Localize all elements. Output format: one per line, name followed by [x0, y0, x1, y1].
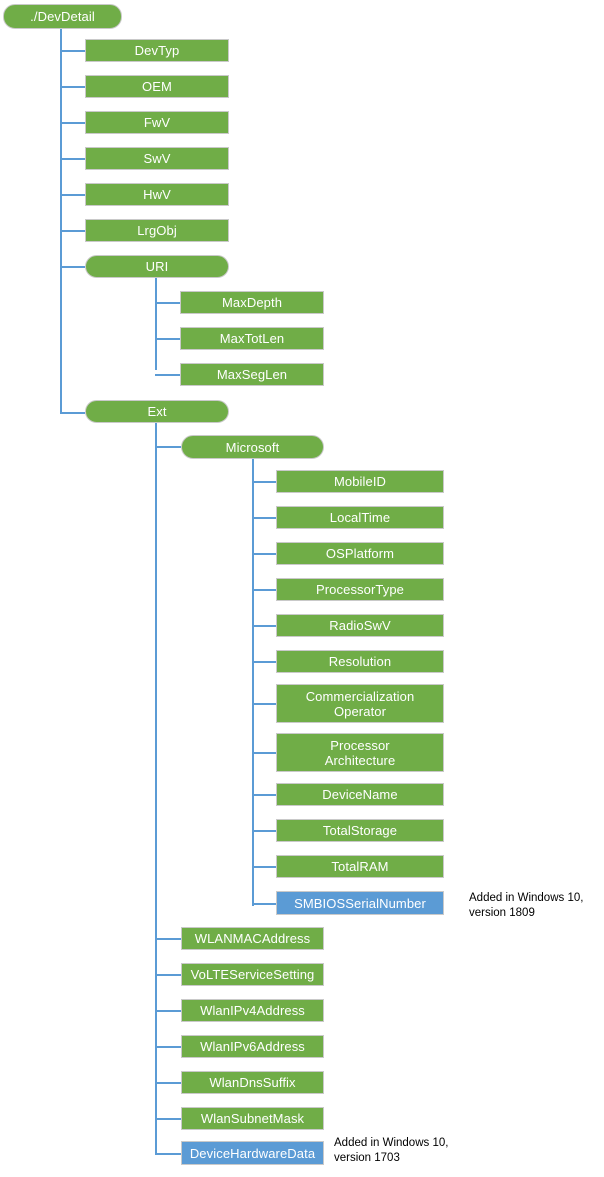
node-resolution[interactable]: Resolution — [276, 650, 444, 673]
connector-stub-voltaservicesetting — [155, 974, 181, 976]
node-uri[interactable]: URI — [85, 255, 229, 278]
connector-stub-fwv — [60, 122, 85, 124]
connector-stub-smbiosserialnumber — [252, 903, 276, 905]
connector-stub-uri — [60, 266, 85, 268]
node-swv[interactable]: SwV — [85, 147, 229, 170]
node-processortype[interactable]: ProcessorType — [276, 578, 444, 601]
node-devtyp[interactable]: DevTyp — [85, 39, 229, 62]
connector-stub-maxdepth — [155, 302, 180, 304]
connector-stub-hwv — [60, 194, 85, 196]
connector-stub-commercializationoperator — [252, 703, 276, 705]
node-mobileid[interactable]: MobileID — [276, 470, 444, 493]
connector-stub-totalram — [252, 866, 276, 868]
node-processorarchitecture[interactable]: Processor Architecture — [276, 733, 444, 772]
node-totalstorage[interactable]: TotalStorage — [276, 819, 444, 842]
note-devicehardwaredata-added-version: Added in Windows 10, version 1703 — [334, 1137, 449, 1164]
node-localtime[interactable]: LocalTime — [276, 506, 444, 529]
connector-uri-trunk — [155, 278, 157, 370]
connector-stub-localtime — [252, 517, 276, 519]
node-wlansubnetmask[interactable]: WlanSubnetMask — [181, 1107, 324, 1130]
node-wlanmacaddress[interactable]: WLANMACAddress — [181, 927, 324, 950]
connector-stub-maxtotlen — [155, 338, 180, 340]
connector-stub-processorarchitecture — [252, 752, 276, 754]
node-root-devdetail[interactable]: ./DevDetail — [3, 4, 122, 29]
node-oem[interactable]: OEM — [85, 75, 229, 98]
node-lrgobj[interactable]: LrgObj — [85, 219, 229, 242]
connector-stub-wlanmacaddress — [155, 938, 181, 940]
node-wlandnssuffix[interactable]: WlanDnsSuffix — [181, 1071, 324, 1094]
node-maxseglen[interactable]: MaxSegLen — [180, 363, 324, 386]
connector-stub-wlandnssuffix — [155, 1082, 181, 1084]
connector-root-trunk — [60, 29, 62, 413]
connector-stub-microsoft — [155, 446, 181, 448]
node-osplatform[interactable]: OSPlatform — [276, 542, 444, 565]
connector-stub-wlanipv4address — [155, 1010, 181, 1012]
connector-stub-radioswv — [252, 625, 276, 627]
node-radioswv[interactable]: RadioSwV — [276, 614, 444, 637]
node-voltservicesetting[interactable]: VoLTEServiceSetting — [181, 963, 324, 986]
connector-stub-ext — [60, 412, 85, 414]
node-devicename[interactable]: DeviceName — [276, 783, 444, 806]
node-totalram[interactable]: TotalRAM — [276, 855, 444, 878]
connector-stub-processortype — [252, 589, 276, 591]
node-maxtotlen[interactable]: MaxTotLen — [180, 327, 324, 350]
node-devicehardwaredata[interactable]: DeviceHardwareData — [181, 1141, 324, 1165]
node-microsoft[interactable]: Microsoft — [181, 435, 324, 459]
node-wlanipv4address[interactable]: WlanIPv4Address — [181, 999, 324, 1022]
node-maxdepth[interactable]: MaxDepth — [180, 291, 324, 314]
connector-stub-resolution — [252, 661, 276, 663]
node-fwv[interactable]: FwV — [85, 111, 229, 134]
node-hwv[interactable]: HwV — [85, 183, 229, 206]
node-ext[interactable]: Ext — [85, 400, 229, 423]
node-commercializationoperator[interactable]: Commercialization Operator — [276, 684, 444, 723]
connector-stub-swv — [60, 158, 85, 160]
connector-stub-mobileid — [252, 481, 276, 483]
connector-stub-oem — [60, 86, 85, 88]
connector-stub-devicename — [252, 794, 276, 796]
note-smbios-added-version: Added in Windows 10, version 1809 — [469, 892, 584, 919]
connector-stub-lrgobj — [60, 230, 85, 232]
connector-microsoft-trunk — [252, 459, 254, 906]
connector-stub-wlansubnetmask — [155, 1118, 181, 1120]
node-smbiosserialnumber[interactable]: SMBIOSSerialNumber — [276, 891, 444, 915]
connector-stub-devicehardwaredata — [155, 1153, 181, 1155]
connector-stub-totalstorage — [252, 830, 276, 832]
connector-stub-maxseglen — [155, 374, 180, 376]
connector-ext-trunk — [155, 423, 157, 1153]
connector-stub-wlanipv6address — [155, 1046, 181, 1048]
connector-stub-devtyp — [60, 50, 85, 52]
node-wlanipv6address[interactable]: WlanIPv6Address — [181, 1035, 324, 1058]
connector-stub-osplatform — [252, 553, 276, 555]
